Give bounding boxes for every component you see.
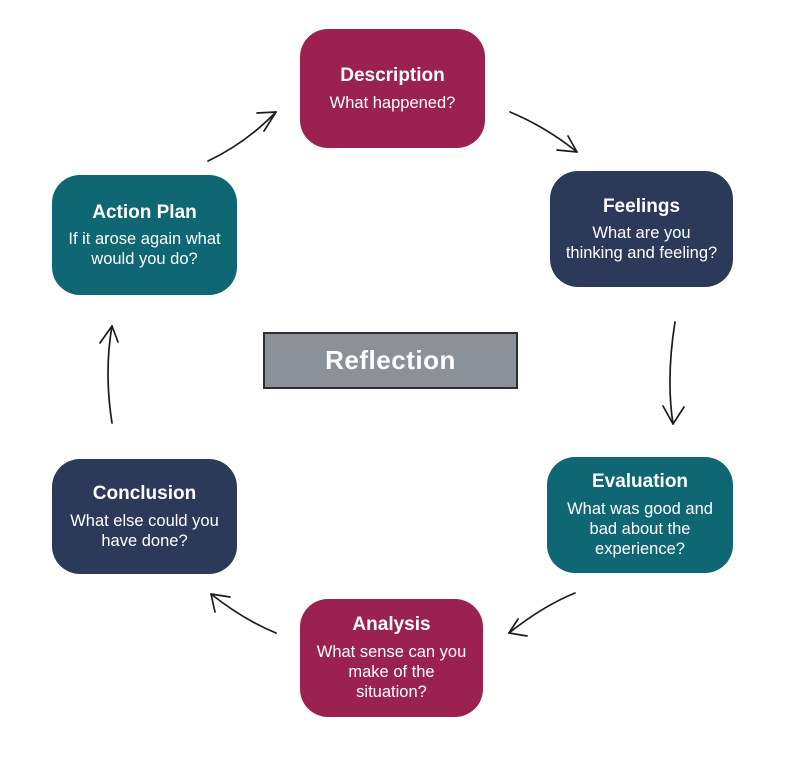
node-analysis-subtitle: What sense can you make of the situation… [316, 643, 467, 702]
node-description-subtitle: What happened? [329, 93, 456, 112]
node-action-plan: Action Plan If it arose again what would… [52, 175, 237, 295]
node-conclusion-subtitle: What else could you have done? [70, 511, 219, 550]
node-feelings: Feelings What are you thinking and feeli… [550, 171, 733, 287]
node-analysis-title: Analysis [352, 614, 431, 636]
node-evaluation-title: Evaluation [591, 471, 689, 493]
node-conclusion: Conclusion What else could you have done… [52, 459, 237, 574]
node-description: Description What happened? [300, 29, 485, 148]
arrow-description-to-feelings [509, 111, 578, 153]
center-reflection-label: Reflection [263, 332, 518, 389]
node-feelings-subtitle: What are you thinking and feeling? [565, 224, 718, 263]
node-evaluation: Evaluation What was good and bad about t… [547, 457, 733, 573]
arrow-actionplan-to-description [207, 111, 277, 162]
arrow-analysis-to-conclusion [210, 593, 277, 634]
node-action-plan-subtitle: If it arose again what would you do? [68, 230, 221, 269]
node-conclusion-title: Conclusion [92, 483, 197, 504]
node-feelings-title: Feelings [602, 195, 681, 217]
arrow-conclusion-to-actionplan [99, 325, 119, 424]
node-analysis: Analysis What sense can you make of the … [300, 599, 483, 717]
arrow-feelings-to-evaluation [662, 321, 685, 425]
node-description-title: Description [340, 65, 445, 87]
node-action-plan-title: Action Plan [92, 201, 197, 223]
center-reflection-text: Reflection [325, 345, 456, 375]
node-evaluation-subtitle: What was good and bad about the experien… [567, 500, 713, 559]
arrow-evaluation-to-analysis [508, 592, 576, 637]
